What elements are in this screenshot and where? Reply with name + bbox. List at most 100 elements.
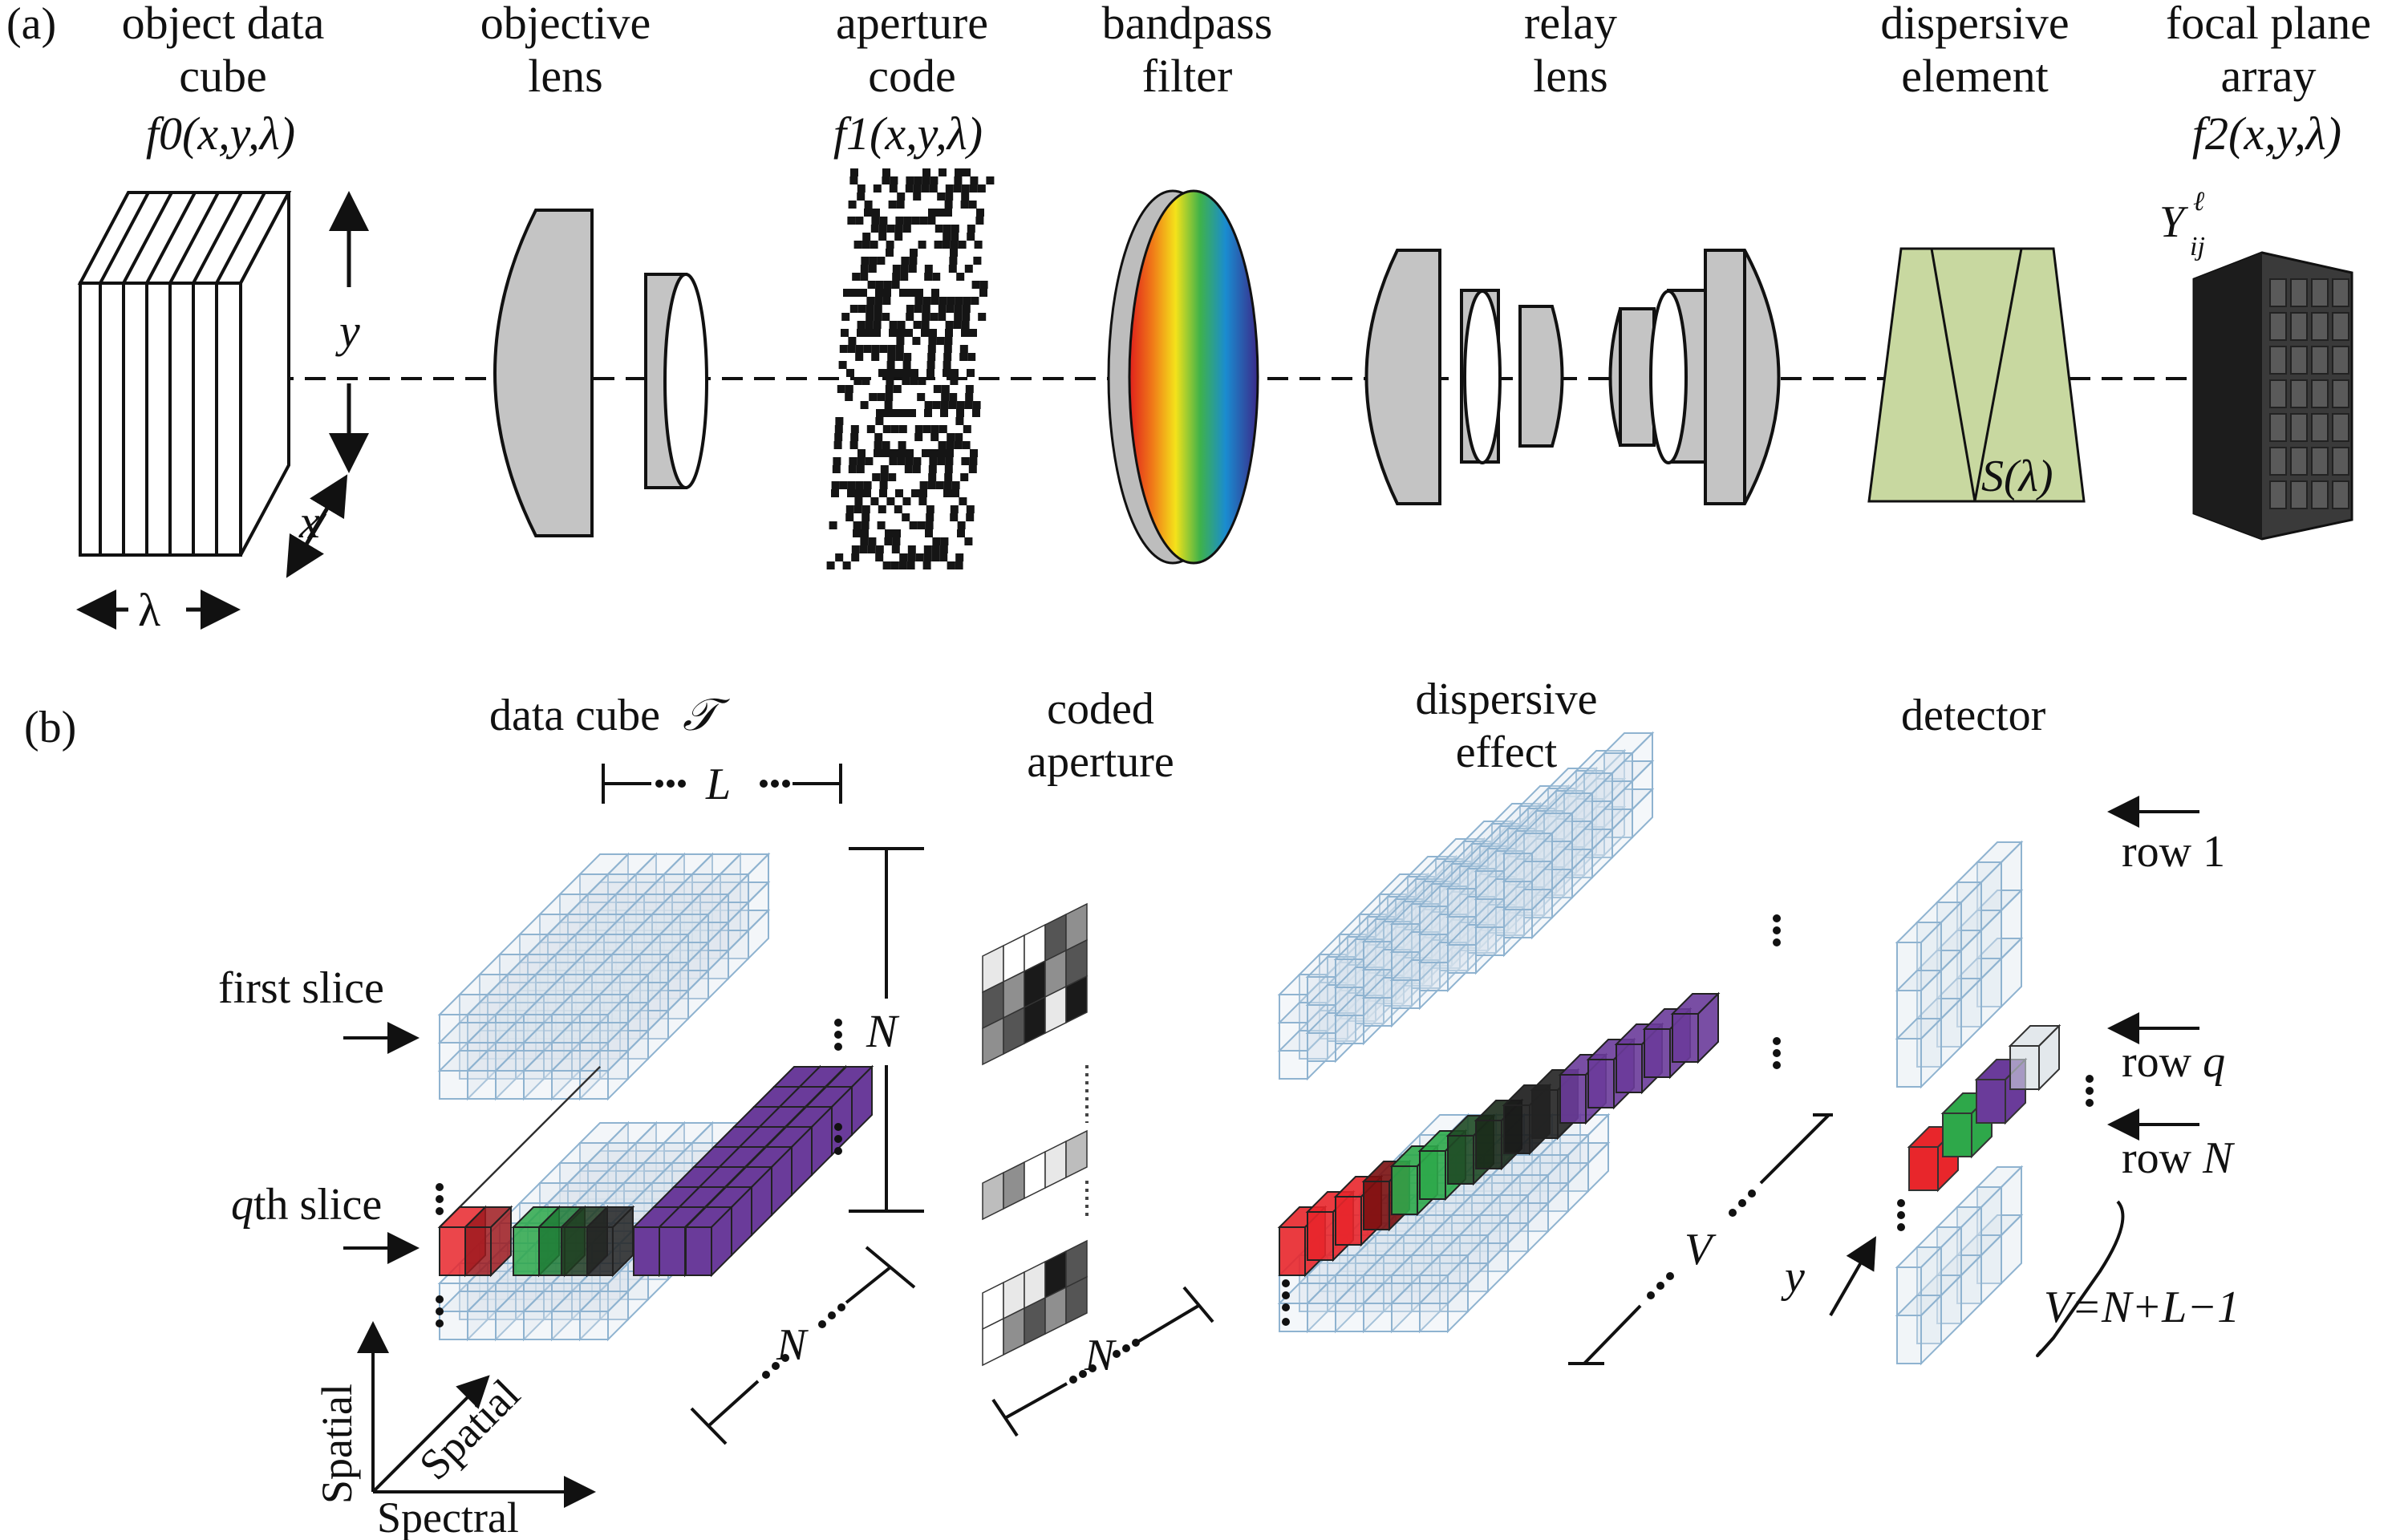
aperture-code-cell [926,513,934,521]
aperture-code-cell [882,176,890,184]
fpa-pixel [2311,346,2329,375]
ellipsis-dot [436,1307,444,1315]
voxel-front [1335,1196,1362,1246]
voxel-front [1908,1146,1939,1191]
aperture-code-cell [954,176,963,184]
focal-plane-array [2192,251,2353,541]
aperture-code-cell [870,225,879,233]
voxel-front [579,1070,609,1100]
aperture-code-cell [861,241,870,249]
stage-title-line2: cube [179,50,267,102]
aperture-code-cell [882,168,890,176]
aperture-code-cell [963,297,971,305]
aperture-code-cell [831,481,840,489]
aperture-code-cell [860,401,869,409]
stage-title-line2: lens [528,50,602,102]
voxel-side [479,1166,501,1188]
aperture-code-cell [966,513,975,521]
aperture-code-cell [860,537,869,545]
aperture-code-cell [959,345,968,353]
fpa-pixel [2290,379,2308,408]
aperture-code-cell [929,329,937,337]
aperture-code-cell [957,529,965,537]
aperture-code-cell [885,385,894,393]
aperture-code-cell [879,489,887,497]
aperture-code-cell [949,393,958,401]
aperture-code-cell [906,305,914,313]
aperture-code-cell [873,321,882,329]
ellipsis-dot [1897,1211,1905,1219]
aperture-code-cell [922,561,931,569]
voxel-front [1976,1079,2006,1124]
aperture-code-cell [851,545,860,553]
aperture-code-cell [898,449,906,457]
aperture-code-cell [986,176,995,184]
aperture-code-cell [891,281,900,289]
aperture-code-cell [964,265,973,273]
aperture-code-cell [947,433,955,441]
y-direction-label: y [1781,1252,1805,1302]
fpa-pixel [2311,413,2329,442]
aperture-code-cell [860,273,869,281]
aperture-code-cell [922,305,930,313]
L-dots [655,780,790,788]
stage-title-line1: bandpass [1102,0,1273,49]
aperture-code-cell [922,313,930,321]
aperture-code-cell [907,545,916,553]
aperture-code-cell [944,337,953,345]
aperture-code-cell [951,369,959,377]
qth-slice-label: qth slice [231,1180,382,1230]
x-axis-label: x [298,496,320,548]
fpa-pixel [2269,413,2287,442]
aperture-code-cell [898,561,907,569]
aperture-code-cell [939,545,948,553]
stage-focal-plane-array-title: focal plane array f2(x,y,λ) [2166,0,2371,160]
rowN-prefix: row [2122,1133,2203,1183]
aperture-code-cell [963,168,971,176]
aperture-code-cell [874,433,883,441]
aperture-code-cell [949,257,958,265]
aperture-code-cell [848,337,857,345]
y-axis-label: y [335,305,360,357]
aperture-code-cell [847,345,856,353]
voxel-front [495,1311,525,1340]
aperture-code-cell [954,313,963,321]
ellipsis-dot [436,1295,444,1303]
aperture-code-cell [893,529,901,537]
aperture-code-cell [972,409,980,417]
ellipsis-dot [834,1135,842,1143]
aperture-code-cell [948,401,957,409]
voxel-front [464,1226,492,1276]
voxel-front [551,1070,581,1100]
aperture-code-cell [932,537,941,545]
aperture-code-cell [905,457,914,465]
aperture-code-cell [897,192,906,201]
voxel-side [499,1146,521,1168]
aperture-code-cell [918,377,926,385]
aperture-code-cell [943,345,952,353]
aperture-code-cell [834,425,843,433]
aperture-code-cell [856,465,865,473]
fpa-pixel [2269,379,2287,408]
panel-b-tag: (b) [24,703,76,752]
aperture-code-cell [946,449,954,457]
aperture-code-cell [859,545,868,553]
data-cube-symbol: 𝒯 [683,691,730,740]
cube-slice-top [192,192,243,284]
aperture-code-cell [863,345,872,353]
aperture-code-cell [962,313,971,321]
fpa-pixel-grid [2269,278,2349,509]
voxel-front [1447,944,1477,974]
aperture-code-cell [875,417,884,425]
stage-title-line2: filter [1142,50,1233,102]
fpa-pixel [2269,278,2287,307]
fpa-pixel [2332,413,2349,442]
aperture-code-cell [955,297,963,305]
detector-title: detector [1901,691,2046,740]
aperture-code-cell [854,497,863,505]
voxel-side [1447,940,1469,993]
stage-math: f1(x,y,λ) [833,107,983,160]
aperture-code-cell [863,481,872,489]
cube-slice-top [215,192,266,284]
